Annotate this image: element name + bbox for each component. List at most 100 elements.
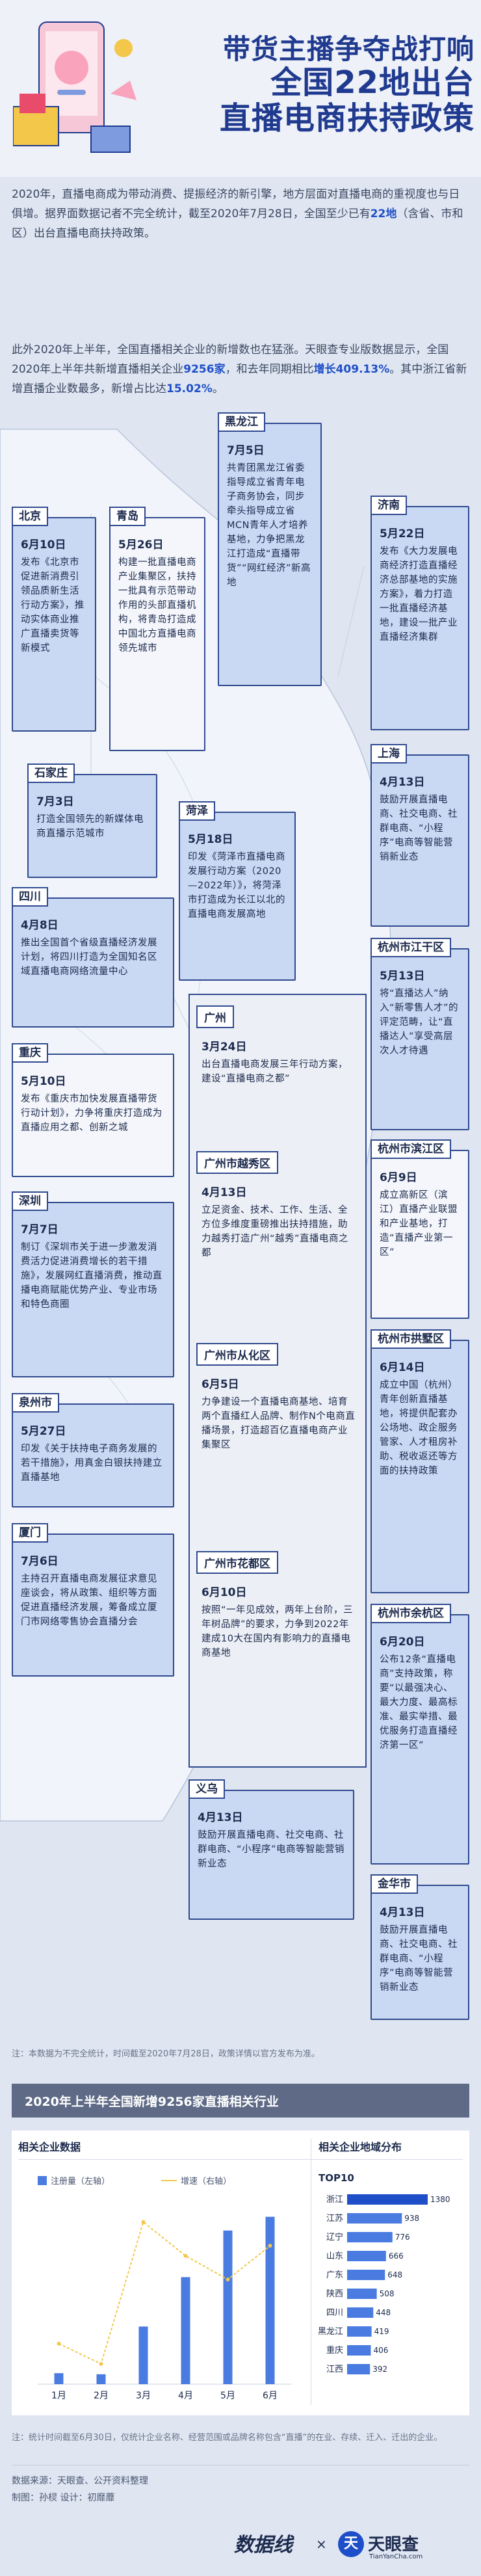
card-date: 5月27日 bbox=[21, 1425, 66, 1438]
policy-card-gongshu: 杭州市拱墅区 6月14日 成立中国（杭州）青年创新直播基地，将提供配套办公场地、… bbox=[370, 1329, 469, 1593]
policy-card-qingdao: 青岛 5月26日 构建一批直播电商产业集聚区，扶持一批具有示范带动作用的头部直播… bbox=[109, 507, 205, 751]
card-city-label: 义乌 bbox=[188, 1779, 225, 1799]
title-line-3: 直播电商扶持政策 bbox=[219, 100, 474, 137]
region-label-广东: 广东 bbox=[326, 2270, 343, 2280]
card-date: 5月22日 bbox=[380, 527, 425, 540]
intro-paragraph-2: 此外2020年上半年，全国直播相关企业的新增数也在猛涨。天眼查专业版数据显示，全… bbox=[12, 340, 469, 399]
card-date: 5月10日 bbox=[21, 1075, 66, 1088]
policy-card-jinhua: 金华市 4月13日 鼓励开展直播电商、社交电商、社群电商、“小程序”电商等智能营… bbox=[370, 1874, 469, 2020]
region-bar-陕西 bbox=[347, 2289, 377, 2299]
card-city-label: 黑龙江 bbox=[218, 412, 265, 432]
title-line-1: 带货主播争夺战打响 bbox=[222, 33, 474, 65]
card-date: 6月14日 bbox=[380, 1361, 425, 1374]
card-city-label: 杭州市滨江区 bbox=[370, 1139, 451, 1159]
card-date: 4月13日 bbox=[198, 1811, 243, 1824]
policy-card-jianggan: 杭州市江干区 5月13日 将“直播达人”纳入“新零售人才”的评定范畴，让“直播达… bbox=[370, 938, 469, 1130]
region-label-黑龙江: 黑龙江 bbox=[318, 2327, 343, 2337]
tianyancha-url: TianYanCha.com bbox=[369, 2553, 423, 2560]
guangzhou-section-1: 广州 3月24日 出台直播电商发展三年行动方案，建设“直播电商之都” bbox=[190, 1005, 365, 1086]
section-date: 6月10日 bbox=[202, 1586, 247, 1599]
x-tick-label: 5月 bbox=[220, 2391, 235, 2401]
card-text: 发布《重庆市加快发展直播带货行动计划》，力争将重庆打造成为直播应用之都、创新之城 bbox=[21, 1094, 162, 1133]
region-chart-title: 相关企业地域分布 bbox=[318, 2141, 402, 2153]
policy-card-shanghai: 上海 4月13日 鼓励开展直播电商、社交电商、社群电商、“小程序”电商等智能营销… bbox=[370, 744, 469, 927]
guangzhou-policy-panel: 广州 3月24日 出台直播电商发展三年行动方案，建设“直播电商之都” 广州市越秀… bbox=[188, 994, 367, 1768]
card-text: 发布《北京市促进新消费引领品质新生活行动方案》，推动实体商业推广直播卖货等新模式 bbox=[21, 557, 84, 654]
card-city-label: 石家庄 bbox=[27, 764, 75, 783]
card-text: 印发《关于扶持电子商务发展的若干措施》，用真金白银扶持建立直播基地 bbox=[21, 1444, 162, 1483]
card-city-label: 青岛 bbox=[109, 507, 146, 526]
chart-footnote: 注：统计时间截至6月30日，仅统计企业名称、经营范围或品牌名称包含“直播”的在业… bbox=[12, 2433, 443, 2443]
card-text: 印发《菏泽市直播电商发展行动方案（2020—2022年）》，将菏泽市打造成为长江… bbox=[188, 852, 285, 920]
card-text: 公布12条“直播电商”支持政策，称要“以最强决心、最大力度、最高标准、最实举措、… bbox=[380, 1654, 458, 1751]
region-label-山东: 山东 bbox=[326, 2251, 343, 2261]
card-city-label: 重庆 bbox=[12, 1043, 48, 1063]
card-city-label: 北京 bbox=[12, 507, 48, 526]
card-date: 4月13日 bbox=[380, 776, 425, 789]
region-bar-江西 bbox=[347, 2364, 370, 2374]
region-value-山东: 666 bbox=[389, 2251, 404, 2261]
card-date: 4月8日 bbox=[21, 919, 58, 932]
section-city-label: 广州市越秀区 bbox=[196, 1151, 278, 1174]
region-label-四川: 四川 bbox=[326, 2308, 343, 2318]
legend-bar-swatch bbox=[38, 2176, 47, 2185]
policy-card-jinan: 济南 5月22日 发布《大力发展电商经济打造直播经济总部基地的实施方案》，着力打… bbox=[370, 496, 469, 730]
region-value-四川: 448 bbox=[376, 2308, 391, 2317]
x-tick-label: 4月 bbox=[178, 2391, 193, 2401]
policy-card-heze: 菏泽 5月18日 印发《菏泽市直播电商发展行动方案（2020—2022年）》，将… bbox=[179, 801, 296, 981]
page-title: 带货主播争夺战打响 全国22地出台 直播电商扶持政策 bbox=[150, 33, 474, 137]
section-text: 按照“一年见成效，两年上台阶，三年树品牌”的要求，力争到2022年建成10大在国… bbox=[202, 1605, 354, 1658]
chart-section-title: 2020年上半年全国新增9256家直播相关行业 bbox=[25, 2095, 279, 2109]
region-bar-江苏 bbox=[347, 2213, 402, 2224]
region-bar-四川 bbox=[347, 2307, 374, 2318]
region-bar-辽宁 bbox=[347, 2232, 393, 2242]
guangzhou-section-3: 广州市从化区 6月5日 力争建设一个直播电商基地、培育两个直播红人品牌、制作N个… bbox=[190, 1343, 365, 1452]
guangzhou-section-2: 广州市越秀区 4月13日 立足资金、技术、工作、生活、全方位多维度重磅推出扶持措… bbox=[190, 1151, 365, 1260]
card-city-label: 厦门 bbox=[12, 1523, 48, 1543]
growth-point-4月 bbox=[183, 2253, 188, 2258]
title-line-2: 全国22地出台 bbox=[270, 64, 474, 101]
card-text: 发布《大力发展电商经济打造直播经济总部基地的实施方案》，着力打造一批直播经济基地… bbox=[380, 546, 458, 643]
policy-map-area: 黑龙江 7月5日 共青团黑龙江省委指导成立省青年电子商务协会，同步牵头指导成立省… bbox=[0, 403, 481, 2029]
growth-line bbox=[58, 2221, 271, 2365]
card-text: 构建一批直播电商产业集聚区，扶持一批具有示范带动作用的头部直播机构，将青岛打造成… bbox=[118, 557, 196, 654]
section-city-label: 广州市从化区 bbox=[196, 1343, 278, 1366]
section-text: 出台直播电商发展三年行动方案，建设“直播电商之都” bbox=[202, 1059, 348, 1084]
card-city-label: 济南 bbox=[370, 496, 407, 515]
region-label-辽宁: 辽宁 bbox=[326, 2232, 343, 2242]
policy-card-yiwu: 义乌 4月13日 鼓励开展直播电商、社交电商、社群电商、“小程序”电商等智能营销… bbox=[188, 1779, 354, 1920]
card-city-label: 菏泽 bbox=[179, 801, 215, 821]
footer-logos: 数据线 × 天 天眼查 TianYanCha.com bbox=[234, 2529, 469, 2565]
section-text: 力争建设一个直播电商基地、培育两个直播红人品牌、制作N个电商直播场景，打造超百亿… bbox=[202, 1397, 356, 1450]
growth-point-6月 bbox=[268, 2244, 272, 2248]
intro2-text-b: ，和去年同期相比 bbox=[225, 363, 314, 376]
footer: 数据来源：天眼查、公开资料整理 制图：孙棂 设计：初靡蘼 数据线 × 天 天眼查… bbox=[0, 2465, 481, 2576]
region-label-浙江: 浙江 bbox=[326, 2195, 343, 2205]
monthly-chart-title: 相关企业数据 bbox=[18, 2141, 81, 2153]
policy-card-chongqing: 重庆 5月10日 发布《重庆市加快发展直播带货行动计划》，力争将重庆打造成为直播… bbox=[12, 1043, 174, 1177]
intro2-text-a: 此外2020年上半年，全国直播相关企业的新增数也在猛涨。天眼查专业版数据显示，全… bbox=[12, 343, 449, 376]
intro-paragraph-1: 2020年，直播电商成为带动消费、提振经济的新引擎，地方层面对直播电商的重视度也… bbox=[12, 185, 469, 243]
card-text: 鼓励开展直播电商、社交电商、社群电商、“小程序”电商等智能营销新业态 bbox=[380, 1925, 458, 1993]
section-date: 6月5日 bbox=[202, 1378, 239, 1391]
card-text: 推出全国首个省级直播经济发展计划，将四川打造为全国知名区域直播电商网络流量中心 bbox=[21, 938, 157, 977]
policy-card-quanzhou: 泉州市 5月27日 印发《关于扶持电子商务发展的若干措施》，用真金白银扶持建立直… bbox=[12, 1393, 174, 1507]
card-date: 6月10日 bbox=[21, 538, 66, 551]
legend-bar-label: 注册量（左轴） bbox=[51, 2177, 110, 2186]
tianyancha-name: 天眼查 bbox=[368, 2535, 419, 2555]
region-bar-山东 bbox=[347, 2251, 386, 2261]
card-date: 5月26日 bbox=[118, 538, 164, 551]
bar-5月 bbox=[223, 2230, 233, 2384]
region-value-重庆: 406 bbox=[373, 2346, 388, 2355]
policy-card-shijiazhuang: 石家庄 7月3日 打造全国领先的新媒体电商直播示范城市 bbox=[27, 764, 157, 878]
guangzhou-section-4: 广州市花都区 6月10日 按照“一年见成效，两年上台阶，三年树品牌”的要求，力争… bbox=[190, 1551, 365, 1660]
intro2-text-c: 。其中浙江省新增直播企业数最多，新增占比达 bbox=[12, 363, 467, 395]
policy-card-xiamen: 厦门 7月6日 主持召开直播电商发展征求意见座谈会，将从政策、组织等方面促进直播… bbox=[12, 1523, 174, 1677]
card-city-label: 深圳 bbox=[12, 1191, 48, 1211]
region-value-江西: 392 bbox=[372, 2365, 387, 2374]
policy-card-shenzhen: 深圳 7月7日 制订《深圳市关于进一步激发消费活力促进消费增长的若干措施》，发展… bbox=[12, 1191, 174, 1377]
intro2-highlight-3: 15.02% bbox=[166, 382, 213, 395]
card-city-label: 四川 bbox=[12, 887, 48, 907]
region-bar-浙江 bbox=[347, 2194, 428, 2205]
section-city-label: 广州 bbox=[196, 1005, 234, 1028]
